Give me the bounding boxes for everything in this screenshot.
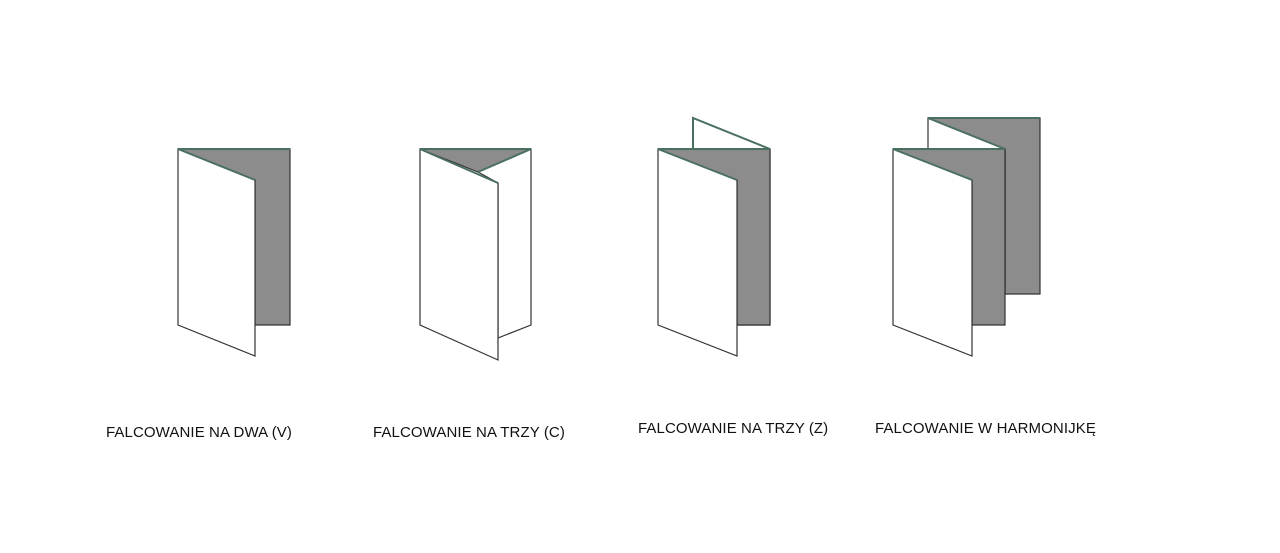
fold-c-figure [419,148,532,361]
fold-v-figure [177,148,291,357]
fold-c-fold-edge [419,148,532,184]
fold-v-fold-edge [177,148,290,181]
fold-harmonijka-label: FALCOWANIE W HARMONIJKĘ [875,420,1096,437]
fold-v-label: FALCOWANIE NA DWA (V) [106,424,293,441]
fold-c-front-panel [419,148,499,361]
fold-z-fold-edge [657,116,771,181]
fold-h-fold-edge [892,117,1040,181]
fold-z-figure [657,116,771,357]
fold-z-label: FALCOWANIE NA TRZY (Z) [638,420,829,437]
fold-v-front-panel [177,148,256,357]
fold-harmonijka-figure [892,117,1041,357]
fold-c-label: FALCOWANIE NA TRZY (C) [373,424,565,441]
fold-h-front-panel [892,148,973,357]
fold-z-front-panel [657,148,738,357]
